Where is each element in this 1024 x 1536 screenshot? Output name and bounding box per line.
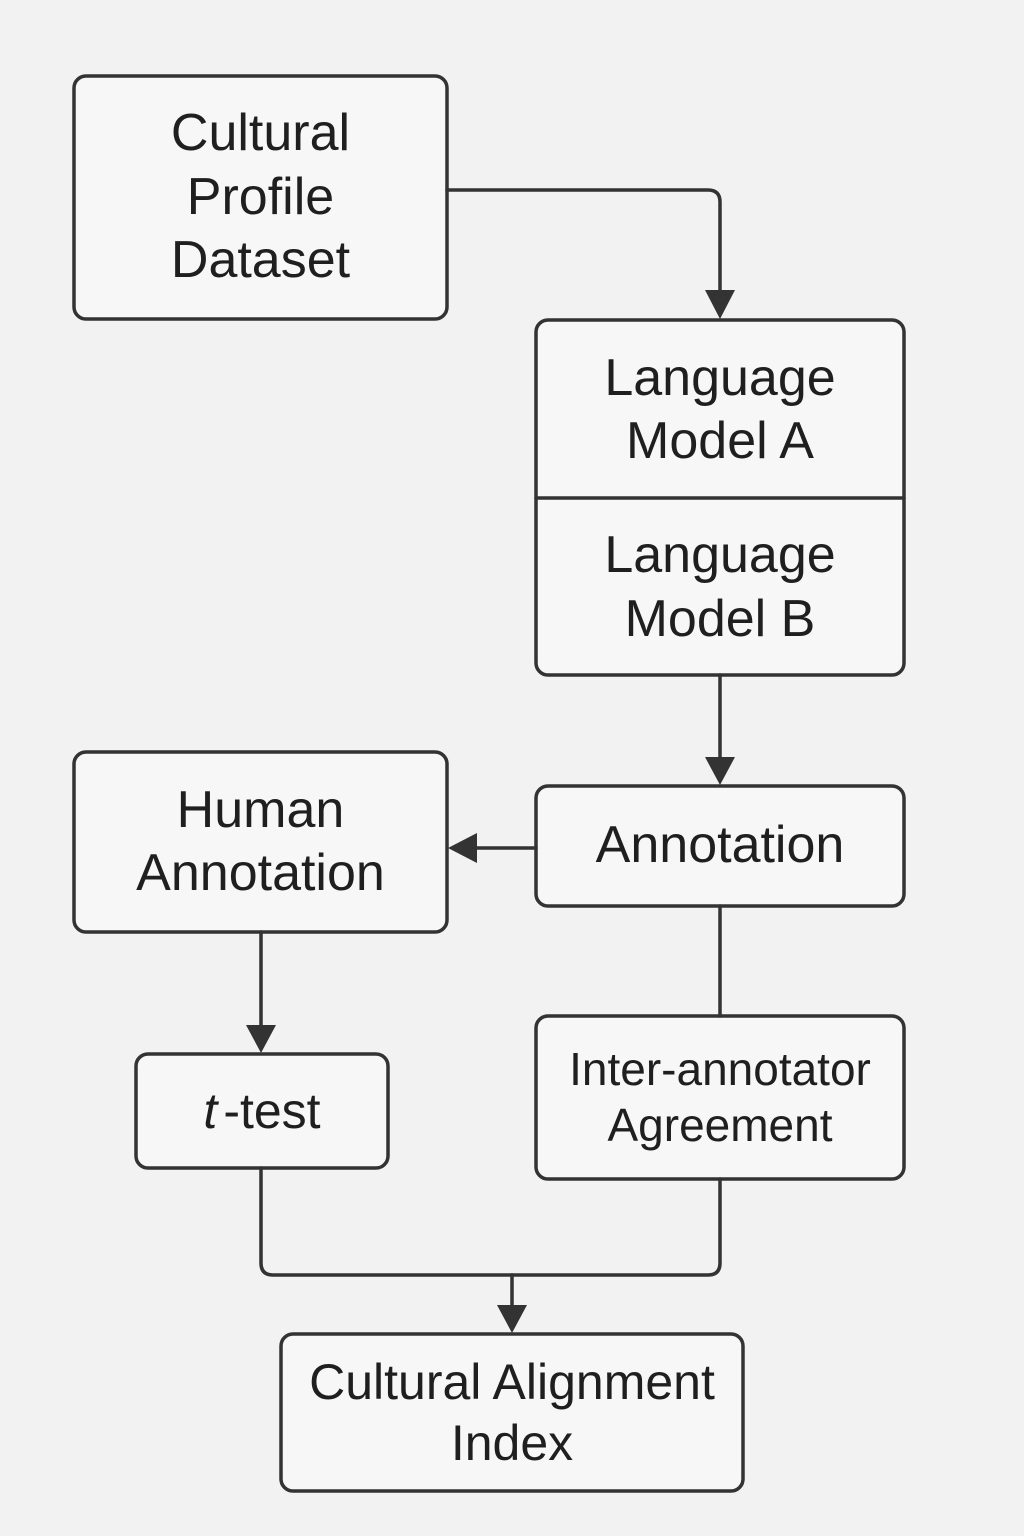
ttest-variable: t — [203, 1083, 218, 1139]
node-cultural-alignment-index — [279, 1332, 745, 1493]
arrowhead-dataset-to-language-model — [705, 290, 735, 319]
arrowhead-annotation-to-human-annotation — [448, 833, 477, 863]
arrowhead-language-model-to-annotation — [705, 757, 735, 785]
label-language-model-a: Language Model A — [604, 348, 836, 470]
label-cultural-profile-dataset: Cultural Profile Dataset — [170, 104, 351, 290]
label-annotation: Annotation — [595, 816, 845, 875]
ttest-suffix: -test — [223, 1083, 321, 1139]
label-cultural-alignment-index: Cultural Alignment Index — [309, 1353, 715, 1471]
node-cultural-profile-dataset — [72, 74, 449, 321]
edge-agreement-to-merge — [510, 1177, 722, 1277]
label-language-model-b: Language Model B — [604, 526, 836, 648]
edge-ttest-to-merge — [259, 1166, 514, 1277]
edge-dataset-to-language-model — [445, 188, 722, 300]
arrowhead-human-annotation-to-ttest — [246, 1025, 276, 1053]
label-human-annotation: Human Annotation — [136, 780, 385, 902]
arrowhead-merge-to-index — [497, 1305, 527, 1333]
label-inter-annotator-agreement: Inter-annotator Agreement — [569, 1043, 871, 1151]
label-ttest: t-test — [136, 1054, 388, 1168]
